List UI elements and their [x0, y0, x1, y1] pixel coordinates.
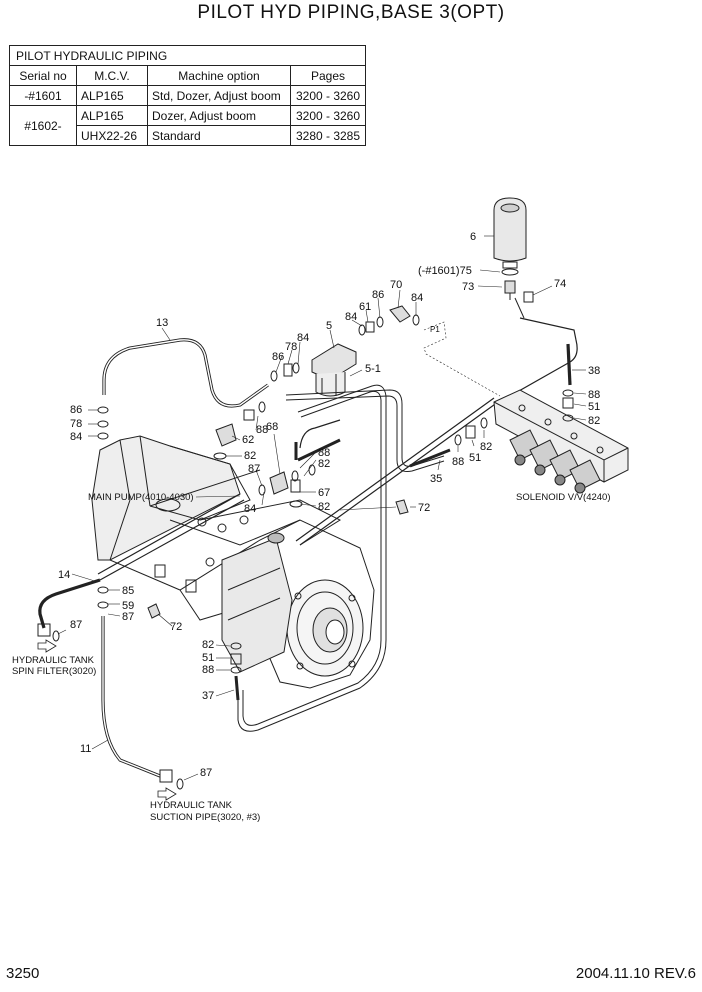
callout-59: 59 — [122, 600, 134, 612]
callout-82-right: 82 — [588, 415, 600, 427]
hose-38 — [566, 343, 572, 386]
cell-option: Standard — [147, 125, 291, 146]
callout-84-pump: 84 — [244, 503, 256, 515]
callout-87-left: 87 — [122, 611, 134, 623]
callout-86-top: 86 — [372, 289, 384, 301]
reference-table: PILOT HYDRAULIC PIPING Serial no M.C.V. … — [9, 45, 366, 146]
callout-72-right: 72 — [418, 502, 430, 514]
piping-diagram: MAIN PUMP(4010-4030) SOLENOID V/V(4240) … — [12, 197, 629, 823]
suction-pipe-label-line1: HYDRAULIC TANK — [150, 800, 233, 811]
line-filter-5 — [270, 305, 420, 397]
callout-82-block: 82 — [480, 441, 492, 453]
callout-35: 35 — [430, 473, 442, 485]
table-row: #1602- ALP165 Dozer, Adjust boom 3200 - … — [9, 105, 366, 146]
cell-mcv: ALP165 — [76, 105, 148, 126]
table-caption-row: PILOT HYDRAULIC PIPING — [9, 45, 366, 66]
callout-82-hose37: 82 — [202, 639, 214, 651]
cell-mcv: ALP165 — [76, 85, 148, 106]
spin-filter-label-line1: HYDRAULIC TANK — [12, 655, 95, 666]
hose-14 — [38, 578, 101, 629]
main-pump — [91, 435, 375, 689]
callout-74: 74 — [554, 278, 566, 290]
callout-37: 37 — [202, 690, 214, 702]
callout-82-elbow: 82 — [244, 450, 256, 462]
page-title: PILOT HYD PIPING,BASE 3(OPT) — [197, 2, 505, 23]
hose-35 — [409, 448, 451, 468]
cell-serial: #1602- — [9, 105, 77, 146]
callout-5: 5 — [326, 320, 332, 332]
callout-88-center: 88 — [318, 447, 330, 459]
column-header: Pages — [290, 65, 366, 86]
solenoid-valve-block — [493, 389, 629, 494]
callout-67: 67 — [318, 487, 330, 499]
callout-13: 13 — [156, 317, 168, 329]
callout-86-hose13: 86 — [70, 404, 82, 416]
table-row: UHX22-26 Standard 3280 - 3285 — [10, 125, 366, 146]
pilot-pipe — [502, 317, 578, 401]
column-header: M.C.V. — [76, 65, 148, 86]
callout-73: 73 — [462, 281, 474, 293]
hose-13 — [102, 338, 269, 408]
callout-51-hose37: 51 — [202, 652, 214, 664]
page-number: 3250 — [6, 965, 40, 982]
callout-75: (-#1601)75 — [418, 265, 472, 277]
callout-78-hose13: 78 — [70, 418, 82, 430]
cell-pages: 3280 - 3285 — [290, 125, 366, 146]
suction-pipe-label-line2: SUCTION PIPE(3020, #3) — [150, 812, 260, 823]
main-pump-label: MAIN PUMP(4010-4030) — [88, 492, 194, 503]
callout-88-block: 88 — [452, 456, 464, 468]
table-row: -#1601 ALP165 Std, Dozer, Adjust boom 32… — [9, 85, 366, 106]
spin-filter-label-line2: SPIN FILTER(3020) — [12, 666, 96, 677]
callout-5-1: 5-1 — [365, 363, 381, 375]
cell-serial: -#1601 — [9, 85, 77, 106]
callout-6: 6 — [470, 231, 476, 243]
callout-84-filter: 84 — [345, 311, 357, 323]
callout-88-elbow: 88 — [256, 424, 268, 436]
callout-88-hose37: 88 — [202, 664, 214, 676]
table-header-row: Serial no M.C.V. Machine option Pages — [9, 65, 366, 86]
callout-11: 11 — [80, 743, 91, 755]
callout-68: 68 — [266, 421, 278, 433]
callout-86-left: 86 — [272, 351, 284, 363]
revision-date: 2004.11.10 REV.6 — [575, 965, 696, 982]
callout-84-left: 84 — [297, 332, 309, 344]
filter-element-6 — [493, 197, 534, 319]
callout-82-lower: 82 — [318, 501, 330, 513]
cell-option: Dozer, Adjust boom — [147, 105, 291, 126]
cell-pages: 3200 - 3260 — [290, 85, 366, 106]
cell-pages: 3200 - 3260 — [290, 105, 366, 126]
callout-62: 62 — [242, 434, 254, 446]
callout-87-center: 87 — [248, 463, 260, 475]
cell-option: Std, Dozer, Adjust boom — [147, 85, 291, 106]
callout-84-top: 84 — [411, 292, 423, 304]
callout-85: 85 — [122, 585, 134, 597]
callout-70: 70 — [390, 279, 402, 291]
column-header: Machine option — [147, 65, 291, 86]
callout-82-center: 82 — [318, 458, 330, 470]
callout-84-hose13: 84 — [70, 431, 82, 443]
callout-78-top: 78 — [285, 341, 297, 353]
callout-51-right: 51 — [588, 401, 600, 413]
solenoid-valve-label: SOLENOID V/V(4240) — [516, 492, 611, 503]
table-caption: PILOT HYDRAULIC PIPING — [9, 45, 366, 66]
callout-61: 61 — [359, 301, 371, 313]
callout-88-right: 88 — [588, 389, 600, 401]
callout-51-block: 51 — [469, 452, 481, 464]
hose-11 — [101, 616, 161, 778]
pilot-return-pipe — [237, 384, 387, 732]
callout-87-suction: 87 — [200, 767, 212, 779]
port-p1-label: P1 — [430, 325, 440, 334]
callout-72-left: 72 — [170, 621, 182, 633]
column-header: Serial no — [9, 65, 77, 86]
cell-mcv: UHX22-26 — [76, 125, 148, 146]
callout-14: 14 — [58, 569, 70, 581]
callout-87-spin: 87 — [70, 619, 82, 631]
callout-38: 38 — [588, 365, 600, 377]
